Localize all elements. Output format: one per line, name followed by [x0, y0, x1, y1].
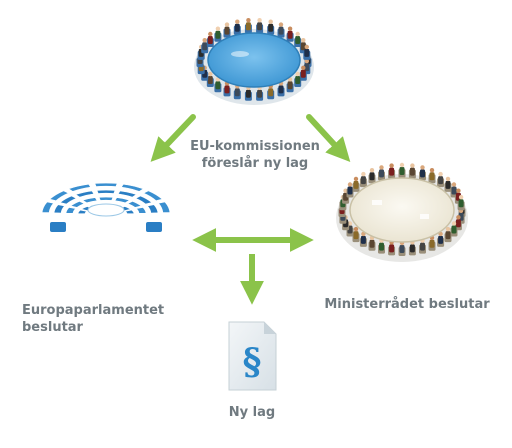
parliament-label-line1: Europaparlamentet: [22, 303, 165, 318]
arrow-commission-to-council: [306, 114, 351, 162]
commission-label-line2: föreslår ny lag: [201, 156, 309, 171]
council-label-line1: Ministerrådet beslutar: [324, 297, 490, 312]
new-law-label: Ny lag: [212, 404, 292, 421]
arrow-commission-to-parliament: [150, 114, 196, 162]
parliament-label-line2: beslutar: [22, 320, 83, 335]
commission-round-table-image: [194, 18, 314, 105]
paragraph-symbol-icon: §: [243, 341, 262, 383]
council-label: Ministerrådet beslutar: [322, 296, 492, 313]
parliament-label: Europaparlamentet beslutar: [22, 302, 182, 336]
council-round-table-image: [336, 162, 468, 262]
new-law-label-text: Ny lag: [228, 405, 276, 420]
commission-label: EU-kommissionen föreslår ny lag: [170, 138, 340, 172]
flow-arrows: [150, 114, 351, 305]
law-document-paragraph-icon: §: [228, 321, 277, 391]
parliament-hemicycle-image: [41, 182, 171, 232]
commission-label-line1: EU-kommissionen: [190, 139, 320, 154]
